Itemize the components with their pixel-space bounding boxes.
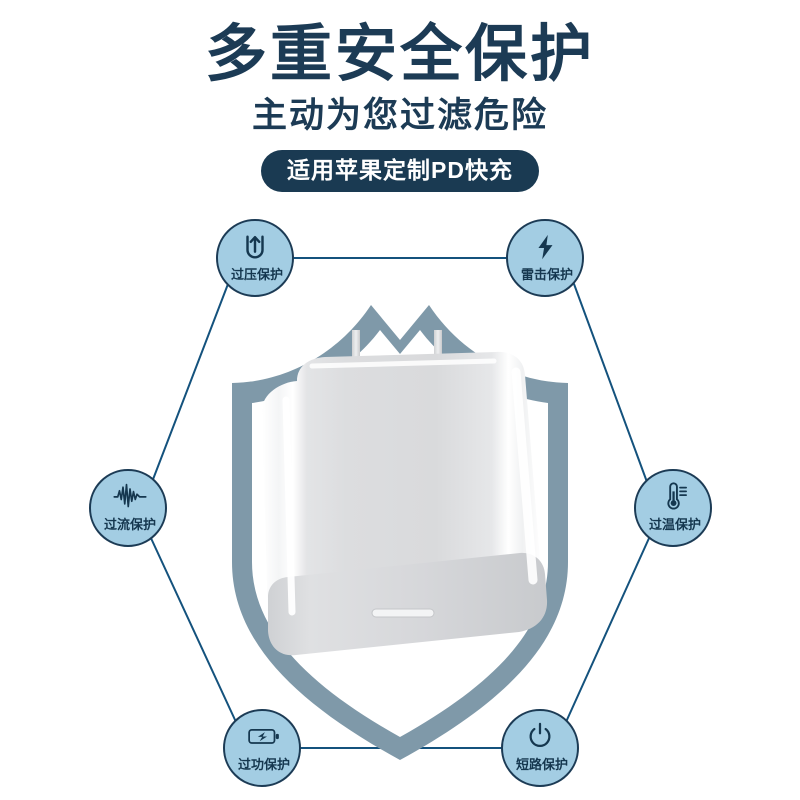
power-button-icon xyxy=(525,722,555,752)
charger-top-highlight xyxy=(309,358,497,369)
node-overcurrent[interactable]: 过流保护 xyxy=(89,469,167,547)
page-subtitle: 主动为您过滤危险 xyxy=(251,96,548,136)
current-waveform-icon xyxy=(113,482,147,512)
node-label-overcurrent: 过流保护 xyxy=(103,517,156,532)
node-shortcircuit[interactable]: 短路保护 xyxy=(501,709,579,787)
node-label-lightning: 雷击保护 xyxy=(520,267,573,282)
overvoltage-arrow-icon xyxy=(240,232,270,262)
charger-left-highlight xyxy=(282,396,296,616)
connector-lightning-overtemp xyxy=(573,283,648,483)
node-overpower[interactable]: 过功保护 xyxy=(223,709,301,787)
node-label-shortcircuit: 短路保护 xyxy=(515,757,568,772)
header-block: 多重安全保护 主动为您过滤危险 适用苹果定制PD快充 xyxy=(0,0,800,193)
lightning-bolt-icon xyxy=(530,232,560,262)
charger-bottom-face xyxy=(268,552,548,656)
connector-overpower-overcurrent xyxy=(149,535,237,723)
page-title: 多重安全保护 xyxy=(204,20,595,89)
thermometer-icon xyxy=(658,482,688,512)
usb-c-port xyxy=(371,608,435,618)
compat-badge: 适用苹果定制PD快充 xyxy=(261,149,539,193)
node-label-overtemp: 过温保护 xyxy=(648,517,701,532)
node-label-overvoltage: 过压保护 xyxy=(230,267,283,282)
node-overvoltage[interactable]: 过压保护 xyxy=(216,219,294,297)
node-label-overpower: 过功保护 xyxy=(237,757,290,772)
node-lightning[interactable]: 雷击保护 xyxy=(506,219,584,297)
battery-bolt-icon xyxy=(247,722,279,752)
connector-overtemp-shortcircuit xyxy=(565,535,651,723)
badge-row: 适用苹果定制PD快充 xyxy=(0,149,800,193)
connector-overcurrent-overvoltage xyxy=(151,283,229,483)
charger-right-highlight xyxy=(511,367,538,585)
node-overtemp[interactable]: 过温保护 xyxy=(634,469,712,547)
